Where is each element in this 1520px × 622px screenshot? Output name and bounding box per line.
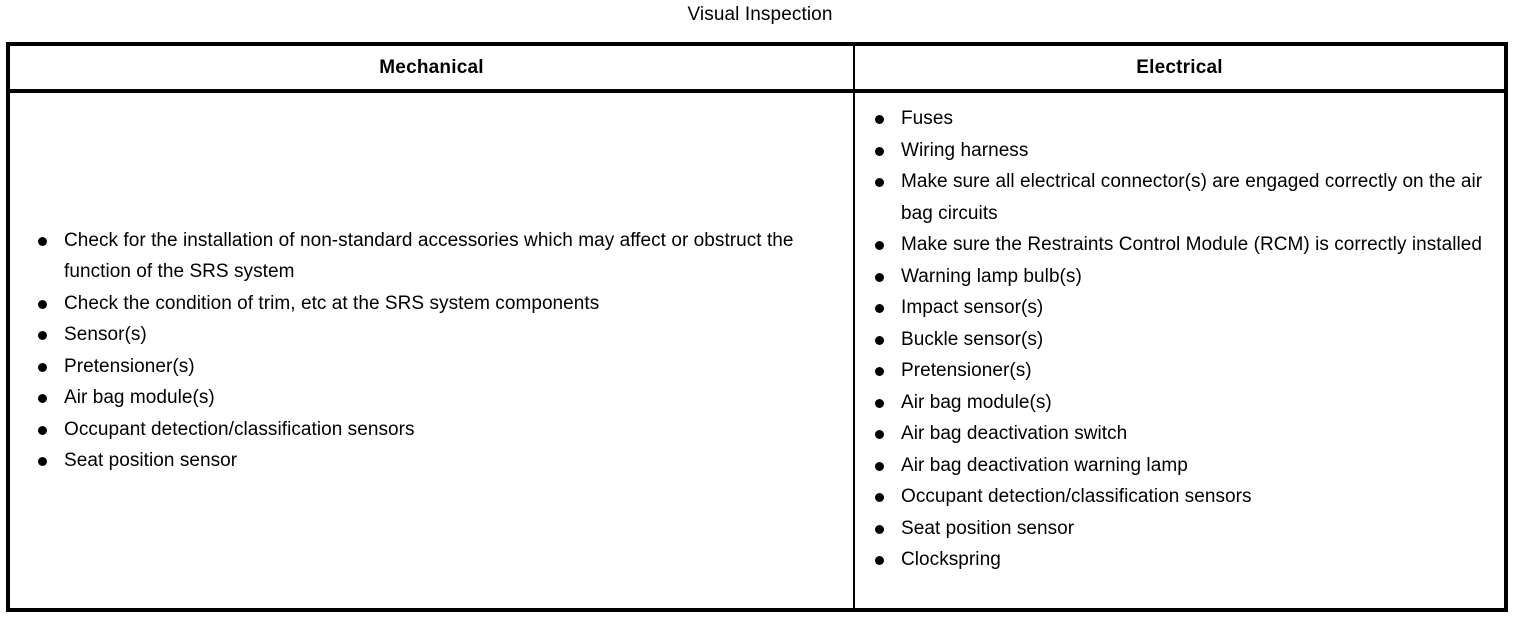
list-item-label: Air bag module(s) (64, 387, 215, 408)
list-item-label: Wiring harness (901, 139, 1029, 161)
list-item-label: Occupant detection/classification sensor… (64, 418, 415, 440)
list-item: Buckle sensor(s) (855, 324, 1494, 356)
list-item-label: Make sure all electrical connector(s) ar… (901, 171, 1483, 224)
table-body-row: Check for the installation of non-standa… (10, 93, 1504, 608)
bullet-icon (875, 524, 884, 534)
bullet-icon (875, 146, 884, 156)
list-item: Wiring harness (855, 135, 1494, 167)
list-item: Clockspring (855, 544, 1494, 576)
cell-electrical: Fuses Wiring harness Make sure all elect… (855, 93, 1504, 608)
list-item: Pretensioner(s) (855, 355, 1494, 387)
list-item-label: Fuses (901, 108, 953, 129)
list-item: Check the condition of trim, etc at the … (10, 288, 843, 320)
bullet-icon (875, 241, 884, 250)
bullet-icon (38, 299, 47, 309)
list-item-label: Seat position sensor (64, 450, 238, 471)
list-item: Warning lamp bulb(s) (855, 261, 1494, 293)
list-item-label: Air bag module(s) (901, 391, 1052, 413)
bullet-icon (875, 461, 884, 471)
list-item: Air bag deactivation warning lamp (855, 450, 1494, 482)
column-header-mechanical: Mechanical (10, 46, 855, 89)
list-item-label: Warning lamp bulb(s) (901, 265, 1082, 287)
bullet-icon (875, 493, 884, 502)
bullet-icon (875, 178, 884, 187)
list-item-label: Sensor(s) (64, 324, 147, 345)
bullet-icon (38, 394, 47, 403)
list-item: Seat position sensor (855, 513, 1494, 545)
list-item-label: Occupant detection/classification sensor… (901, 486, 1252, 507)
list-item: Air bag module(s) (10, 382, 843, 414)
bullet-icon (875, 398, 884, 408)
list-item: Impact sensor(s) (855, 292, 1494, 324)
bullet-icon (38, 236, 47, 246)
list-item: Make sure the Restraints Control Module … (855, 229, 1494, 261)
page-title: Visual Inspection (687, 4, 833, 25)
table-inner: Mechanical Electrical Check for the inst… (10, 46, 1504, 608)
list-item-label: Pretensioner(s) (64, 355, 195, 377)
bullet-icon (875, 556, 884, 565)
bullet-icon (38, 331, 47, 340)
bullet-icon (38, 362, 47, 372)
list-item: Occupant detection/classification sensor… (10, 414, 843, 446)
list-item: Make sure all electrical connector(s) ar… (855, 166, 1494, 229)
list-item-label: Clockspring (901, 549, 1001, 570)
list-item: Air bag deactivation switch (855, 418, 1494, 450)
table-header-row: Mechanical Electrical (10, 46, 1504, 93)
visual-inspection-table: Mechanical Electrical Check for the inst… (6, 42, 1508, 612)
list-item: Sensor(s) (10, 319, 843, 351)
list-item: Check for the installation of non-standa… (10, 225, 843, 288)
bullet-icon (875, 335, 884, 345)
list-item-label: Air bag deactivation warning lamp (901, 454, 1188, 476)
list-item-label: Check the condition of trim, etc at the … (64, 292, 600, 314)
list-item: Seat position sensor (10, 445, 843, 477)
bullet-icon (875, 115, 884, 124)
list-item-label: Make sure the Restraints Control Module … (901, 234, 1482, 255)
electrical-bullet-list: Fuses Wiring harness Make sure all elect… (855, 103, 1494, 576)
column-header-electrical: Electrical (1136, 56, 1223, 78)
list-item-label: Check for the installation of non-standa… (64, 229, 794, 283)
bullet-icon (38, 425, 47, 435)
list-item-label: Air bag deactivation switch (901, 423, 1128, 444)
list-item: Fuses (855, 103, 1494, 135)
bullet-icon (38, 457, 47, 466)
bullet-icon (875, 367, 884, 376)
cell-mechanical: Check for the installation of non-standa… (10, 93, 855, 608)
list-item: Occupant detection/classification sensor… (855, 481, 1494, 513)
list-item: Air bag module(s) (855, 387, 1494, 419)
list-item-label: Seat position sensor (901, 517, 1075, 539)
list-item: Pretensioner(s) (10, 351, 843, 383)
bullet-icon (875, 272, 884, 282)
list-item-label: Buckle sensor(s) (901, 328, 1044, 350)
bullet-icon (875, 304, 884, 313)
mechanical-bullet-list: Check for the installation of non-standa… (10, 225, 843, 477)
list-item-label: Pretensioner(s) (901, 360, 1032, 381)
list-item-label: Impact sensor(s) (901, 297, 1044, 318)
bullet-icon (875, 430, 884, 439)
